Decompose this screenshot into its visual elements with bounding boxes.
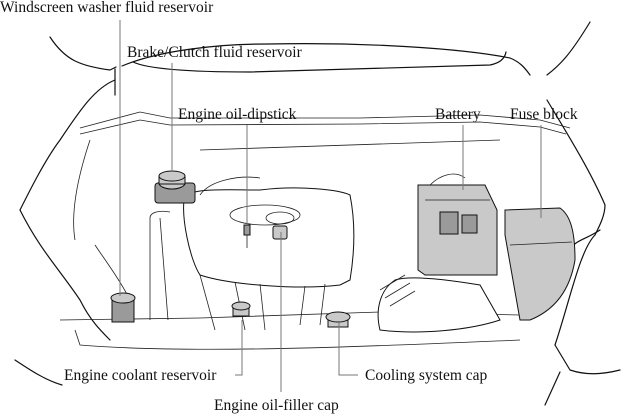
brake-clutch-reservoir — [154, 170, 196, 204]
label-engine-oil-dipstick: Engine oil-dipstick — [178, 106, 297, 123]
coolant-caps — [231, 301, 351, 328]
leader-lines — [119, 20, 542, 392]
engine-cover — [149, 176, 355, 331]
fuse-block-illustration — [504, 207, 576, 321]
label-engine-coolant-reservoir: Engine coolant reservoir — [64, 367, 217, 384]
oil-filler-cap — [272, 225, 288, 240]
engine-bay-structure — [59, 111, 571, 350]
label-cooling-system-cap: Cooling system cap — [365, 367, 488, 384]
battery-illustration — [417, 173, 498, 276]
label-windscreen-washer-fluid-reservoir: Windscreen washer fluid reservoir — [0, 0, 214, 16]
label-brake-clutch-fluid-reservoir: Brake/Clutch fluid reservoir — [127, 44, 302, 61]
label-engine-oil-filler-cap: Engine oil-filler cap — [214, 397, 339, 414]
coolant-reservoir — [110, 292, 136, 323]
air-intake — [377, 274, 501, 333]
label-battery: Battery — [435, 106, 481, 123]
label-fuse-block: Fuse block — [510, 106, 578, 123]
hood-outline — [14, 21, 621, 406]
